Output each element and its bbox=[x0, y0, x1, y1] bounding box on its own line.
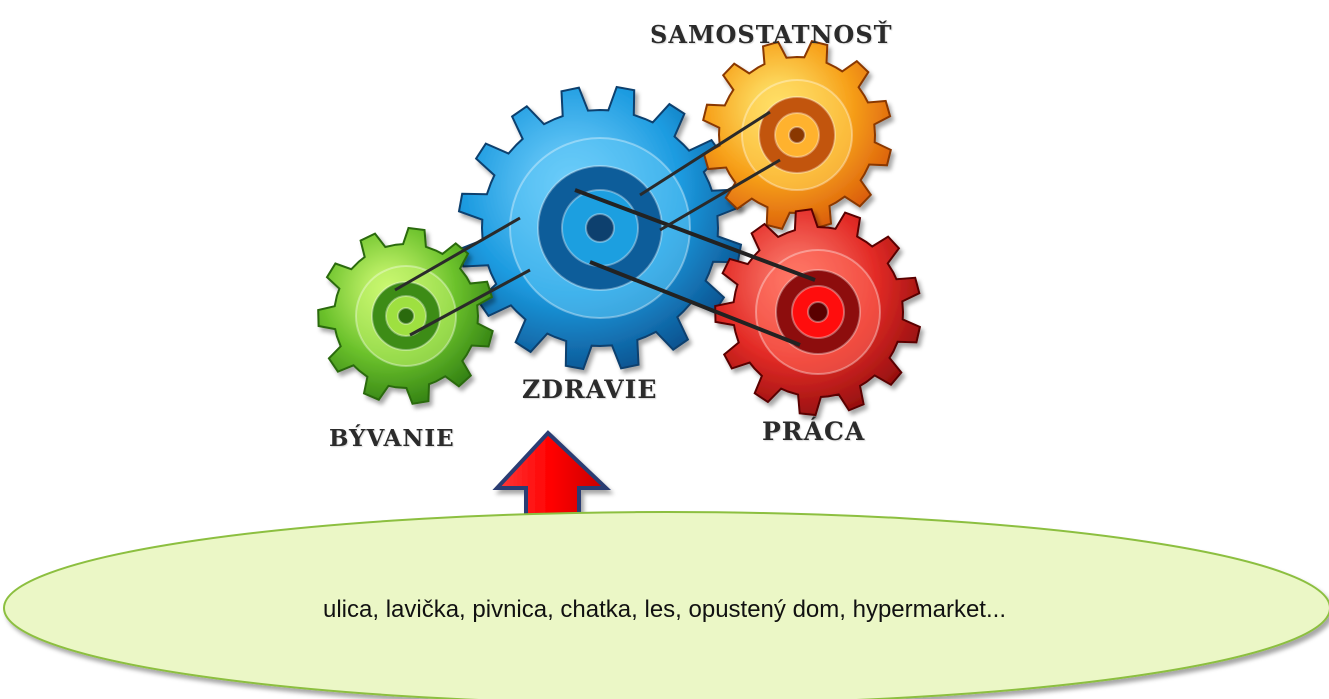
gear-byvanie bbox=[317, 226, 494, 405]
belt-green-blue bbox=[394, 216, 531, 337]
gear-samostatnost bbox=[702, 40, 892, 230]
gear-praca bbox=[714, 208, 922, 417]
label-samostatnost: SAMOSTATNOSŤ bbox=[650, 20, 893, 49]
belt-blue-red bbox=[574, 188, 816, 347]
label-zdravie: ZDRAVIE bbox=[522, 375, 658, 404]
bubble-text: ulica, lavička, pivnica, chatka, les, op… bbox=[323, 596, 1006, 623]
bubble-ellipse bbox=[3, 511, 1329, 699]
label-praca: PRÁCA bbox=[762, 417, 866, 446]
belt-blue-orange bbox=[639, 110, 781, 232]
label-byvanie: BÝVANIE bbox=[329, 425, 455, 452]
gear-zdravie bbox=[457, 85, 743, 371]
